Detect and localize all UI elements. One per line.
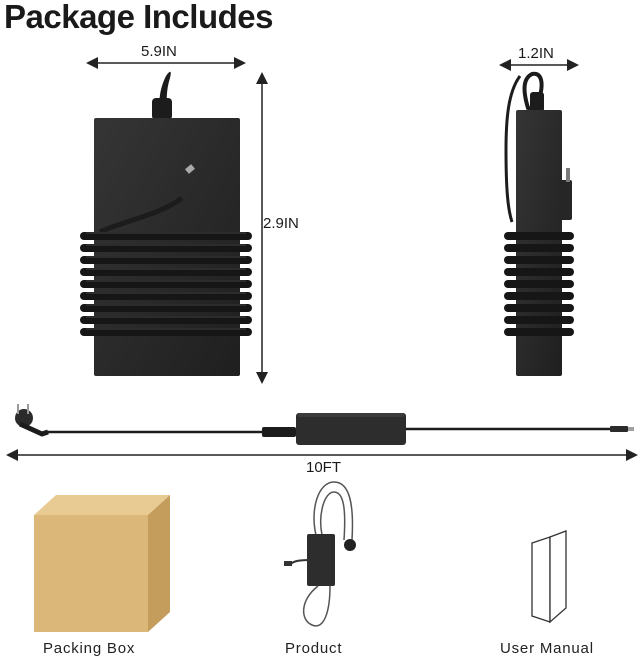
adapter-side-view	[504, 71, 574, 376]
packing-box-caption: Packing Box	[43, 640, 136, 657]
width-label: 5.9IN	[141, 43, 177, 60]
adapter-front-view	[80, 71, 252, 376]
packing-box-icon	[34, 495, 170, 632]
product-icon	[284, 481, 356, 627]
depth-label: 1.2IN	[518, 45, 554, 62]
user-manual-icon	[531, 530, 567, 624]
page-title: Package Includes	[4, 0, 273, 35]
height-label: 2.9IN	[263, 215, 299, 232]
cable-length-label: 10FT	[306, 459, 342, 476]
user-manual-caption: User Manual	[500, 640, 594, 657]
product-caption: Product	[285, 640, 343, 657]
full-cable-view	[15, 404, 634, 445]
